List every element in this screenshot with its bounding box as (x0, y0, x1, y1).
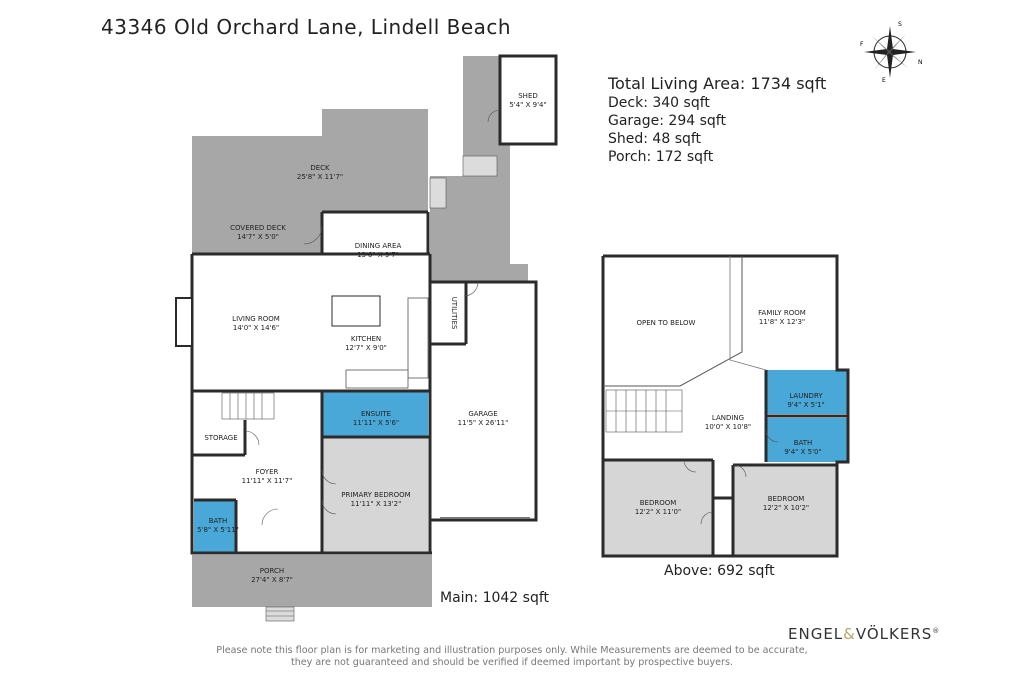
above-floor-caption: Above: 692 sqft (664, 563, 775, 579)
total-living-area: Total Living Area: 1734 sqft (608, 74, 827, 93)
garage-dim: 11'5" X 26'11" (458, 419, 509, 427)
upper-bath-shape (766, 418, 848, 462)
laundry-shape (766, 370, 848, 414)
dining-dim: 13'6" X 9'7" (357, 251, 399, 259)
compass-n-label: S (898, 21, 902, 28)
landing-label: LANDING (712, 414, 744, 422)
bedroom-2-shape (733, 465, 837, 556)
page-title: 43346 Old Orchard Lane, Lindell Beach (101, 15, 512, 39)
porch-dim: 27'4" X 8'7" (251, 576, 293, 584)
deck-steps (462, 155, 498, 177)
upper-floor: OPEN TO BELOW FAMILY ROOM 11'8" X 12'3" … (601, 254, 850, 558)
disclaimer-text: Please note this floor plan is for marke… (216, 645, 808, 668)
bedroom-1-dim: 12'2" X 11'0" (635, 508, 681, 516)
porch-steps (265, 606, 295, 622)
deck-area: Deck: 340 sqft (608, 95, 710, 111)
primary-label: PRIMARY BEDROOM (341, 491, 410, 499)
porch-shape (192, 555, 432, 607)
open-below-label: OPEN TO BELOW (637, 319, 696, 327)
area-summary: Total Living Area: 1734 sqft Deck: 340 s… (608, 74, 826, 166)
ensuite-label: ENSUITE (361, 410, 391, 418)
compass-e-label: N (918, 59, 922, 66)
shed-area: Shed: 48 sqft (608, 131, 702, 147)
laundry-label: LAUNDRY (789, 392, 823, 400)
upper-bath-dim: 9'4" X 5'0" (784, 448, 821, 456)
fireplace (175, 297, 193, 347)
kitchen-label: KITCHEN (351, 335, 381, 343)
bedroom-1-label: BEDROOM (640, 499, 677, 507)
storage-label: STORAGE (204, 434, 237, 442)
utilities-label: UTILITIES (450, 297, 458, 330)
upper-bath-label: BATH (794, 439, 813, 447)
compass-w-label: F (860, 41, 864, 48)
compass-s-label: E (882, 77, 886, 84)
main-floor-caption: Main: 1042 sqft (440, 590, 550, 606)
foyer-dim: 11'11" X 11'7" (242, 477, 293, 485)
family-label: FAMILY ROOM (758, 309, 806, 317)
living-label: LIVING ROOM (232, 315, 280, 323)
upper-stairs (605, 389, 683, 433)
kitchen-counter-bottom (345, 369, 409, 389)
shed-dim: 5'4" X 9'4" (509, 101, 546, 109)
main-stairs (221, 392, 275, 420)
kitchen-counter (407, 297, 429, 379)
landing-dim: 10'0" X 10'8" (705, 423, 751, 431)
primary-dim: 11'11" X 13'2" (351, 500, 402, 508)
covered-deck-label: COVERED DECK (230, 224, 286, 232)
primary-bedroom-shape (322, 437, 428, 553)
living-dim: 14'0" X 14'6" (233, 324, 279, 332)
brand-logo: ENGEL&VÖLKERS® (788, 625, 941, 643)
porch-label: PORCH (260, 567, 284, 575)
bedroom-2-label: BEDROOM (768, 495, 805, 503)
open-to-below-rail (603, 256, 743, 387)
foyer-label: FOYER (256, 468, 279, 476)
covered-deck-shape (192, 212, 322, 254)
ensuite-dim: 11'11" X 5'6" (353, 419, 399, 427)
compass-rose-icon: S N E F (860, 21, 922, 84)
deck-side-steps (429, 177, 447, 209)
garage-area: Garage: 294 sqft (608, 113, 726, 129)
main-bath-label: BATH (209, 517, 228, 525)
porch-area: Porch: 172 sqft (608, 149, 714, 165)
main-bath-dim: 5'8" X 5'11" (197, 526, 239, 534)
deck-area-shape (192, 109, 428, 212)
garage-label: GARAGE (468, 410, 497, 418)
covered-deck-dim: 14'7" X 5'0" (237, 233, 279, 241)
bedroom-1-shape (603, 460, 713, 556)
main-floor: SHED 5'4" X 9'4" DECK 25'8" X 11'7" COVE… (175, 54, 558, 622)
kitchen-island (331, 295, 381, 327)
main-bath-shape (194, 500, 236, 553)
laundry-dim: 9'4" X 5'1" (787, 401, 824, 409)
kitchen-dim: 12'7" X 9'0" (345, 344, 387, 352)
ensuite-shape (322, 391, 428, 437)
family-room-rail (729, 256, 767, 371)
shed-label: SHED (518, 92, 538, 100)
shed-shape (498, 54, 558, 146)
dining-label: DINING AREA (355, 242, 402, 250)
deck-label: DECK (310, 164, 330, 172)
deck-dim: 25'8" X 11'7" (297, 173, 343, 181)
family-dim: 11'8" X 12'3" (759, 318, 805, 326)
bedroom-2-dim: 12'2" X 10'2" (763, 504, 809, 512)
